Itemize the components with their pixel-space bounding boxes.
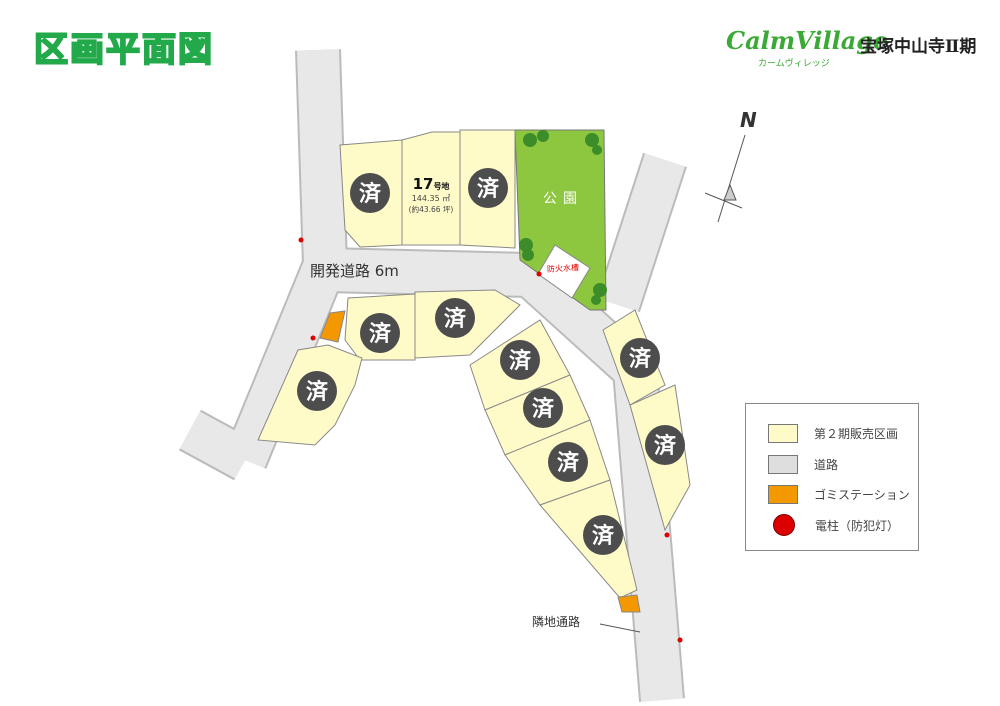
page-title: 区画平面図 xyxy=(33,29,214,71)
pole-icon xyxy=(773,514,795,536)
pole-icon xyxy=(310,335,316,341)
pole-icon xyxy=(677,637,683,643)
roads xyxy=(178,49,687,702)
pole-icon xyxy=(298,237,304,243)
sold-label: 済 xyxy=(444,306,467,332)
garbage-swatch xyxy=(768,485,798,504)
utility-poles xyxy=(298,237,683,643)
legend: 第２期販売区画 道路 ゴミステーション 電柱（防犯灯） xyxy=(745,403,919,551)
legend-label: 電柱（防犯灯） xyxy=(815,518,900,533)
pole-icon xyxy=(664,532,670,538)
legend-item-lot: 第２期販売区画 xyxy=(768,424,898,443)
sold-label: 済 xyxy=(306,379,329,405)
sold-markers: 済済済済済済済済済済済 xyxy=(297,168,685,555)
lot-suffix: 号地 xyxy=(433,182,450,191)
lot-number: 17 xyxy=(412,175,434,193)
sold-marker: 済 xyxy=(297,371,337,411)
sold-marker: 済 xyxy=(350,173,390,213)
brand-kana: カームヴィレッジ xyxy=(758,59,830,69)
garbage-station xyxy=(617,594,641,613)
legend-item-pole: 電柱（防犯灯） xyxy=(768,514,899,536)
sold-marker: 済 xyxy=(645,425,685,465)
sold-marker: 済 xyxy=(523,388,563,428)
lot-area-tsubo: (約43.66 坪) xyxy=(408,205,454,214)
neighbor-path-label: 隣地通路 xyxy=(532,615,581,629)
neighbor-path-pointer xyxy=(599,623,641,633)
compass-icon xyxy=(704,134,746,223)
lot-area-sqm: 144.35 ㎡ xyxy=(411,194,451,203)
legend-label: ゴミステーション xyxy=(814,488,910,502)
sold-marker: 済 xyxy=(360,313,400,353)
sold-label: 済 xyxy=(629,346,652,372)
compass-north-label: N xyxy=(740,108,757,132)
development-name: 宝塚中山寺Ⅱ期 xyxy=(860,37,977,57)
legend-label: 第２期販売区画 xyxy=(814,427,899,441)
garbage-station xyxy=(319,310,346,343)
road-swatch xyxy=(768,455,798,474)
sold-label: 済 xyxy=(654,433,677,459)
sold-marker: 済 xyxy=(583,515,623,555)
sold-marker: 済 xyxy=(548,442,588,482)
sold-label: 済 xyxy=(477,176,500,202)
sold-marker: 済 xyxy=(620,338,660,378)
legend-label: 道路 xyxy=(814,458,839,472)
brand-logo: CalmVillage xyxy=(726,26,889,55)
sold-label: 済 xyxy=(592,523,615,549)
fire-cistern-label: 防火水槽 xyxy=(546,263,580,274)
park-label: 公園 xyxy=(543,191,583,207)
sold-label: 済 xyxy=(509,348,532,374)
tree-icons xyxy=(519,130,607,305)
sold-label: 済 xyxy=(557,450,580,476)
sold-label: 済 xyxy=(369,321,392,347)
lot-17-info: 17号地 144.35 ㎡ (約43.66 坪) xyxy=(405,175,457,215)
sold-marker: 済 xyxy=(500,340,540,380)
lot-swatch xyxy=(768,424,798,443)
legend-item-road: 道路 xyxy=(768,455,838,474)
fire-cistern xyxy=(537,244,591,299)
sold-marker: 済 xyxy=(468,168,508,208)
pole-icon xyxy=(536,271,542,277)
sold-label: 済 xyxy=(359,181,382,207)
road-label: 開発道路 6m xyxy=(310,262,399,280)
legend-item-garbage: ゴミステーション xyxy=(768,485,910,504)
sold-marker: 済 xyxy=(435,298,475,338)
sold-label: 済 xyxy=(532,396,555,422)
